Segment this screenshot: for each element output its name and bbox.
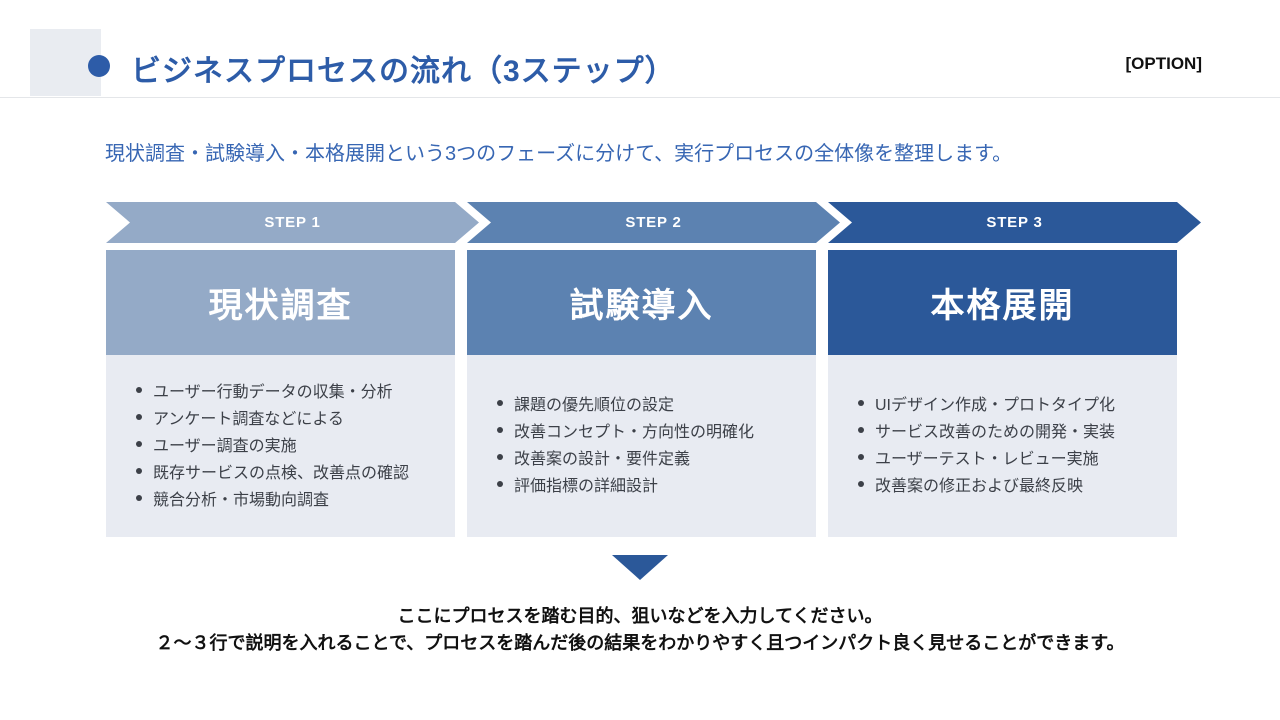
footer-note-line2: ２～３行で説明を入れることで、プロセスを踏んだ後の結果をわかりやすく且つインパク… [155, 633, 1125, 653]
step3-item-list: UIデザイン作成・プロトタイプ化 サービス改善のための開発・実装 ユーザーテスト… [828, 355, 1177, 537]
footer-note-line1: ここにプロセスを踏む目的、狙いなどを入力してください。 [397, 606, 883, 626]
step3-chevron-label: STEP 3 [986, 214, 1043, 231]
slide-description: 現状調査・試験導入・本格展開という3つのフェーズに分けて、実行プロセスの全体像を… [105, 143, 1013, 165]
step2-title: 試験導入 [569, 287, 714, 325]
list-item: 課題の優先順位の設定 [497, 392, 802, 419]
bullet-icon [497, 454, 503, 460]
list-item: サービス改善のための開発・実装 [858, 419, 1163, 446]
step3-chevron: STEP 3 [828, 202, 1201, 243]
step2-item-list: 課題の優先順位の設定 改善コンセプト・方向性の明確化 改善案の設計・要件定義 評… [467, 355, 816, 537]
step1-title: 現状調査 [208, 287, 353, 325]
bullet-icon [136, 440, 142, 447]
list-item: ユーザー調査の実施 [136, 433, 441, 460]
option-label: [OPTION] [1125, 54, 1203, 73]
list-item: 改善案の修正および最終反映 [858, 473, 1163, 500]
list-item: 改善コンセプト・方向性の明確化 [497, 419, 802, 446]
step2-title-block: 試験導入 [467, 250, 816, 355]
title-bullet-icon [88, 55, 110, 77]
list-item: 競合分析・市場動向調査 [136, 487, 441, 514]
step3-title: 本格展開 [930, 287, 1075, 325]
bullet-icon [858, 427, 864, 433]
step1-chevron-label: STEP 1 [264, 214, 321, 231]
list-item: ユーザーテスト・レビュー実施 [858, 446, 1163, 473]
step2-chevron: STEP 2 [467, 202, 840, 243]
page-title: ビジネスプロセスの流れ（3ステップ） [131, 55, 676, 88]
bullet-icon [136, 494, 142, 501]
list-item: 改善案の設計・要件定義 [497, 446, 802, 473]
bullet-icon [497, 400, 503, 406]
list-item: ユーザー行動データの収集・分析 [136, 379, 441, 406]
bullet-icon [136, 386, 142, 393]
step1-chevron: STEP 1 [106, 202, 479, 243]
list-item: 既存サービスの点検、改善点の確認 [136, 460, 441, 487]
bullet-icon [497, 481, 503, 487]
bullet-icon [497, 427, 503, 433]
step3-title-block: 本格展開 [828, 250, 1177, 355]
bullet-icon [858, 400, 864, 406]
step1-item-list: ユーザー行動データの収集・分析 アンケート調査などによる ユーザー調査の実施 既… [106, 355, 455, 537]
header-divider [0, 97, 1280, 98]
bullet-icon [858, 481, 864, 487]
down-arrow-icon [612, 555, 668, 580]
step1-title-block: 現状調査 [106, 250, 455, 355]
bullet-icon [136, 413, 142, 420]
bullet-icon [136, 467, 142, 474]
step2-chevron-label: STEP 2 [625, 214, 682, 231]
list-item: アンケート調査などによる [136, 406, 441, 433]
list-item: 評価指標の詳細設計 [497, 473, 802, 500]
list-item: UIデザイン作成・プロトタイプ化 [858, 392, 1163, 419]
bullet-icon [858, 454, 864, 460]
